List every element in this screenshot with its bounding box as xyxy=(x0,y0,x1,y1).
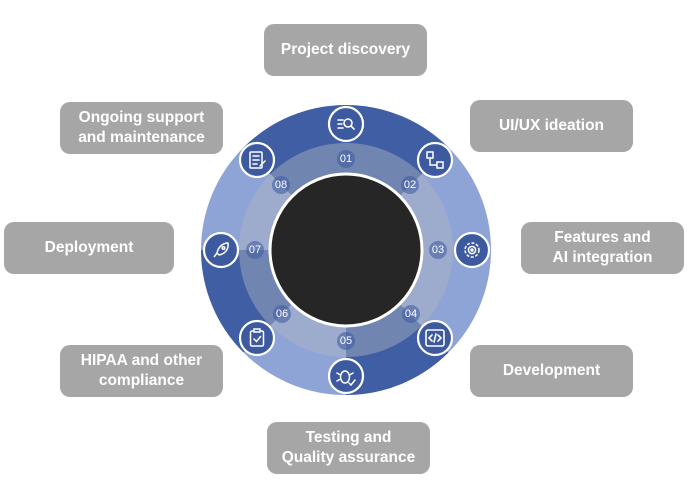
step-6-label: HIPAA and other compliance xyxy=(60,345,223,397)
center-disc xyxy=(268,172,424,328)
step-number-badge: 01 xyxy=(337,150,355,168)
step-3-label: Features and AI integration xyxy=(521,222,684,274)
step-1-label: Project discovery xyxy=(264,24,427,76)
step-4-icon xyxy=(416,319,454,357)
code-icon xyxy=(425,329,445,347)
step-number-circle xyxy=(429,241,447,259)
step-8-label: Ongoing support and maintenance xyxy=(60,102,223,154)
step-number: 05 xyxy=(340,335,352,347)
step-number-circle xyxy=(337,332,355,350)
step-2-label: UI/UX ideation xyxy=(470,100,633,152)
step-number-badge: 04 xyxy=(402,305,420,323)
step-3-icon xyxy=(453,231,491,269)
step-number-circle xyxy=(273,305,291,323)
step-7-label: Deployment xyxy=(4,222,174,274)
step-2-icon xyxy=(416,141,454,179)
step-number-badge: 05 xyxy=(337,332,355,350)
step-7-icon xyxy=(202,231,240,269)
step-8-icon xyxy=(238,141,276,179)
step-number-badge: 08 xyxy=(272,176,290,194)
flowchart-icon xyxy=(426,151,444,169)
clipboard-check-icon xyxy=(249,328,265,347)
step-number-badge: 06 xyxy=(273,305,291,323)
step-1-icon xyxy=(327,105,365,143)
step-number: 01 xyxy=(340,153,352,165)
bug-check-icon xyxy=(336,370,356,387)
step-number-circle xyxy=(246,241,264,259)
step-number: 06 xyxy=(276,308,288,320)
step-number: 02 xyxy=(404,179,416,191)
step-5-label: Testing and Quality assurance xyxy=(267,422,430,474)
step-numbers: 01 02 03 04 05 06 07 08 xyxy=(246,150,447,350)
ai-gear-icon xyxy=(464,242,480,258)
step-number: 07 xyxy=(249,244,261,256)
search-list-icon xyxy=(337,118,355,130)
step-number-circle xyxy=(337,150,355,168)
step-number-circle xyxy=(272,176,290,194)
step-number-badge: 03 xyxy=(429,241,447,259)
step-icons xyxy=(202,105,491,395)
step-5-icon xyxy=(327,357,365,395)
step-number-badge: 02 xyxy=(401,176,419,194)
step-4-label: Development xyxy=(470,345,633,397)
step-number-badge: 07 xyxy=(246,241,264,259)
document-edit-icon xyxy=(249,151,266,169)
step-number: 08 xyxy=(275,179,287,191)
step-number-circle xyxy=(401,176,419,194)
step-6-icon xyxy=(238,319,276,357)
step-number: 04 xyxy=(405,308,417,320)
rocket-icon xyxy=(213,242,229,258)
step-number-circle xyxy=(402,305,420,323)
step-number: 03 xyxy=(432,244,444,256)
